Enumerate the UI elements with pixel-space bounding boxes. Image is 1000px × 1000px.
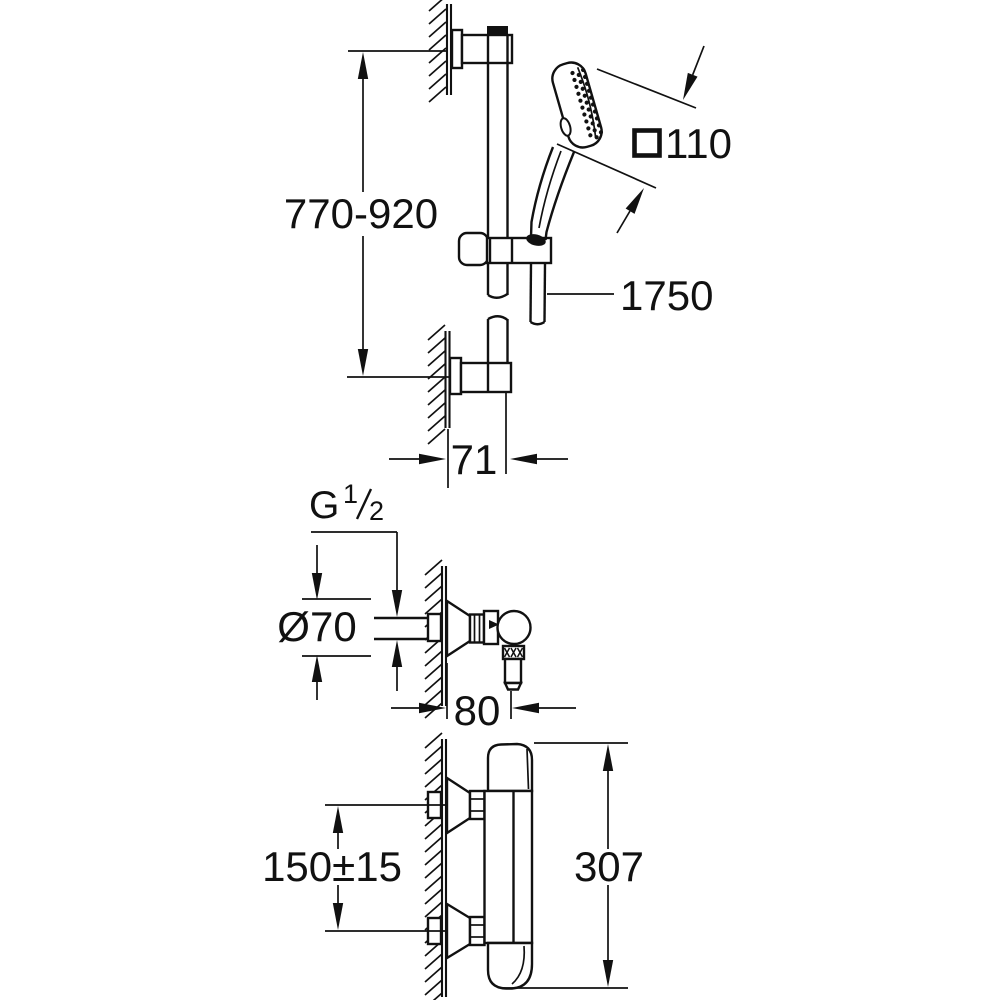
shower-handle	[526, 146, 576, 246]
fraction-slash	[355, 488, 373, 520]
body-main	[483, 789, 534, 945]
escutcheon-cone	[445, 901, 472, 961]
union-fitting	[374, 598, 532, 691]
backnut	[426, 612, 443, 643]
thermostat-height-label: 307	[574, 843, 644, 890]
rail-break-upper	[487, 292, 509, 299]
dimension-rosette-diameter: Ø70	[277, 545, 371, 700]
thread-letter-label: G	[309, 484, 339, 527]
valve-round-body	[496, 609, 532, 646]
escutcheon-cone	[445, 775, 472, 836]
dimension-outlet-offset: 80	[391, 663, 576, 734]
square-symbol	[632, 128, 662, 158]
escutcheon-cone	[445, 598, 472, 659]
dimension-thread: G 1 2	[309, 479, 403, 691]
outlet-tip	[503, 681, 523, 691]
rail-end-cap	[487, 26, 508, 35]
thermostat-body	[483, 742, 534, 990]
spray-mode-button	[559, 117, 572, 137]
rail-lower-bracket	[448, 356, 513, 396]
connection-spacing-label: 150±15	[262, 843, 402, 890]
wall-section-lower-bracket	[427, 324, 451, 445]
rail-break-lower	[487, 315, 509, 321]
head-width-label: 110	[665, 120, 732, 167]
wall-section-bottom	[424, 732, 448, 1000]
wall-hatching	[424, 732, 443, 1000]
dimension-hose-length: 1750	[547, 272, 713, 319]
shower-head	[551, 61, 603, 149]
outlet-spout	[503, 657, 523, 685]
indicator-marker	[489, 620, 499, 629]
dimension-rail-offset: 71	[389, 393, 568, 488]
hex-nut	[468, 613, 486, 644]
dimension-connection-spacing: 150±15	[262, 804, 445, 932]
spray-face-dots	[570, 67, 604, 140]
wall-hatching	[424, 559, 443, 719]
thermostat-bottom-union	[426, 901, 486, 961]
hex-nut	[468, 789, 486, 821]
dimension-thermostat-height: 307	[500, 742, 644, 989]
thread-denominator-label: 2	[369, 496, 384, 526]
hand-shower	[526, 61, 604, 246]
shower-hose	[529, 262, 547, 326]
dimension-rail-length: 770-920	[284, 50, 450, 378]
shower-rail	[486, 26, 509, 363]
hose-length-label: 1750	[620, 272, 713, 319]
middle-drawing-wall-union: G 1 2 Ø70 80	[277, 479, 576, 734]
holder-knob	[457, 231, 490, 267]
wall-hatching	[428, 0, 447, 103]
temperature-handle-cap	[486, 742, 534, 793]
thread-numerator-label: 1	[343, 479, 358, 509]
top-drawing-shower-rail-set: 770-920 110 1750 71	[284, 0, 732, 488]
handle-hose-nut	[526, 234, 546, 246]
thermostat-top-union	[426, 775, 486, 836]
knurl-pattern	[503, 647, 524, 658]
rail-top-bracket	[450, 28, 514, 70]
rosette-diameter-label: Ø70	[277, 603, 356, 650]
rail-offset-label: 71	[451, 436, 498, 483]
outlet-offset-label: 80	[454, 687, 501, 734]
rail-length-label: 770-920	[284, 190, 438, 237]
hex-nut	[468, 915, 486, 947]
dimension-head-width: 110	[556, 45, 732, 234]
bottom-drawing-thermostat: 150±15 307	[262, 732, 644, 1000]
wall-hatching	[427, 324, 446, 445]
volume-handle-cap	[486, 941, 534, 990]
